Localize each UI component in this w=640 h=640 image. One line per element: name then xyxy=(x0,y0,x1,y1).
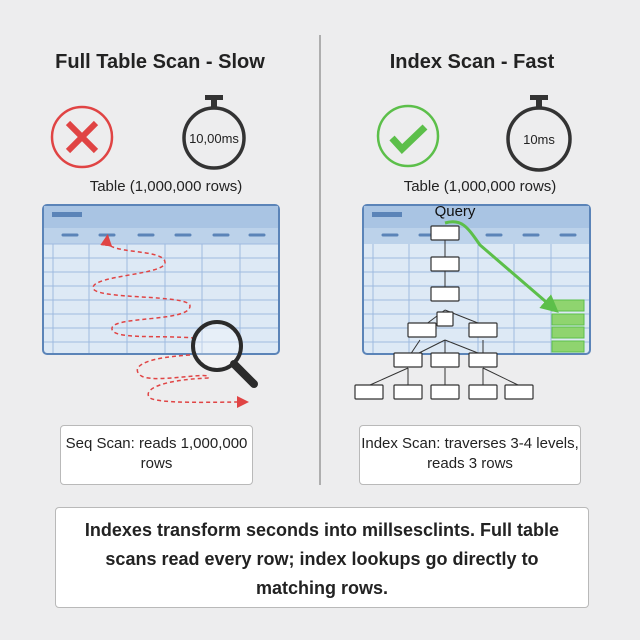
left-table-label: Table (1,000,000 rows) xyxy=(90,178,243,195)
scan-path-continued-arrow xyxy=(136,354,249,409)
stopwatch-icon xyxy=(506,95,572,172)
scan-path-arrow xyxy=(92,234,196,339)
right-table-label: Table (1,000,000 rows) xyxy=(404,178,557,195)
left-note: Seq Scan: reads 1,000,000 rows xyxy=(60,425,253,485)
right-title: Index Scan - Fast xyxy=(390,51,555,73)
summary-box: Indexes transform seconds into millsescl… xyxy=(55,507,589,608)
left-title: Full Table Scan - Slow xyxy=(55,51,265,73)
check-icon xyxy=(376,104,440,168)
stopwatch-icon xyxy=(182,95,246,170)
magnifier-icon xyxy=(191,320,258,388)
lookup-arrow xyxy=(444,220,559,313)
right-note: Index Scan: traverses 3-4 levels, reads … xyxy=(359,425,581,485)
left-timer: 10,00ms xyxy=(189,131,239,146)
btree-index xyxy=(354,225,534,400)
right-timer: 10ms xyxy=(523,132,555,147)
summary-text: Indexes transform seconds into millsescl… xyxy=(84,520,560,598)
left-table xyxy=(42,204,280,355)
query-label: Query xyxy=(435,203,476,220)
left-note-text: Seq Scan: reads 1,000,000 rows xyxy=(65,435,248,472)
right-note-text: Index Scan: traverses 3-4 levels, reads … xyxy=(361,435,579,472)
x-icon xyxy=(50,105,114,169)
